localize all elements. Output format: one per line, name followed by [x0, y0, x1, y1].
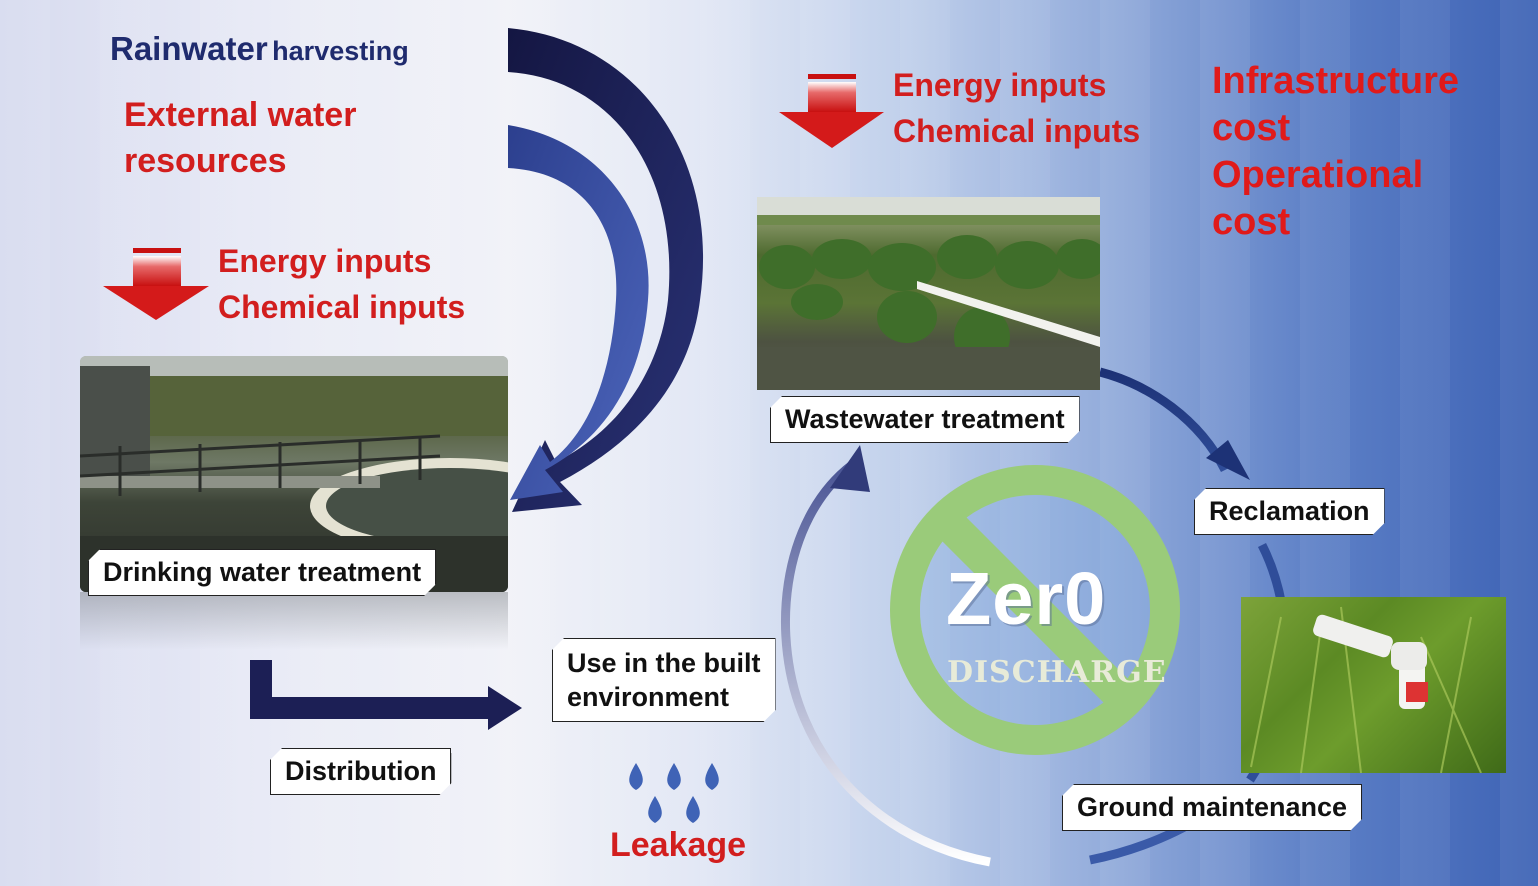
cycle-arc-left	[781, 461, 991, 867]
treatment-plant-illustration	[80, 356, 508, 592]
ground-maintenance-photo	[1241, 597, 1506, 773]
wastewater-treatment-label: Wastewater treatment	[770, 396, 1080, 443]
ground-maintenance-label: Ground maintenance	[1062, 784, 1362, 831]
rainwater-word: Rainwater	[110, 30, 268, 67]
external-water-curved-arrow	[508, 125, 649, 500]
left-chemical-inputs: Chemical inputs	[218, 289, 466, 325]
use-in-built-environment-label: Use in the built environment	[552, 638, 776, 722]
external-water-resources-label: External water resources	[124, 96, 357, 180]
left-energy-inputs: Energy inputs	[218, 243, 432, 279]
distribution-label: Distribution	[270, 748, 451, 795]
drinking-photo-reflection	[80, 592, 508, 650]
infrastructure-cost-word: cost	[1212, 107, 1291, 149]
right-inputs: Energy inputs Chemical inputs	[893, 62, 1140, 154]
rainwater-curved-arrow	[508, 28, 704, 512]
discharge-word: DISCHARGE	[947, 655, 1167, 690]
use-line-2: environment	[567, 682, 730, 712]
zero-discharge-sign	[890, 465, 1180, 755]
leakage-label: Leakage	[610, 826, 747, 864]
operational-word: Operational	[1212, 154, 1424, 196]
irrigation-pipe-illustration	[1250, 606, 1482, 773]
operational-cost-word: cost	[1212, 201, 1291, 243]
harvesting-word: harvesting	[272, 36, 409, 66]
energy-input-arrow-right	[779, 74, 884, 148]
wetland-illustration	[757, 197, 1100, 390]
rainwater-harvesting-label: Rainwater harvesting	[110, 30, 409, 68]
cycle-arc-top-right	[1098, 367, 1230, 473]
reclamation-label: Reclamation	[1194, 488, 1385, 535]
zero-word: Zer0	[946, 557, 1107, 640]
right-energy-inputs: Energy inputs	[893, 67, 1107, 103]
left-inputs: Energy inputs Chemical inputs	[218, 238, 465, 330]
leakage-drops	[629, 763, 719, 823]
energy-input-arrow-left	[103, 248, 209, 320]
drinking-water-treatment-label: Drinking water treatment	[88, 549, 436, 596]
cycle-arrowhead-right	[1206, 440, 1250, 480]
cost-labels: Infrastructure cost Operational cost	[1212, 58, 1512, 246]
right-chemical-inputs: Chemical inputs	[893, 113, 1141, 149]
wastewater-treatment-photo	[757, 197, 1100, 390]
distribution-arrow	[250, 660, 522, 730]
infrastructure-word: Infrastructure	[1212, 60, 1460, 102]
cycle-arrowhead-up	[830, 445, 870, 492]
use-line-1: Use in the built	[567, 648, 761, 678]
